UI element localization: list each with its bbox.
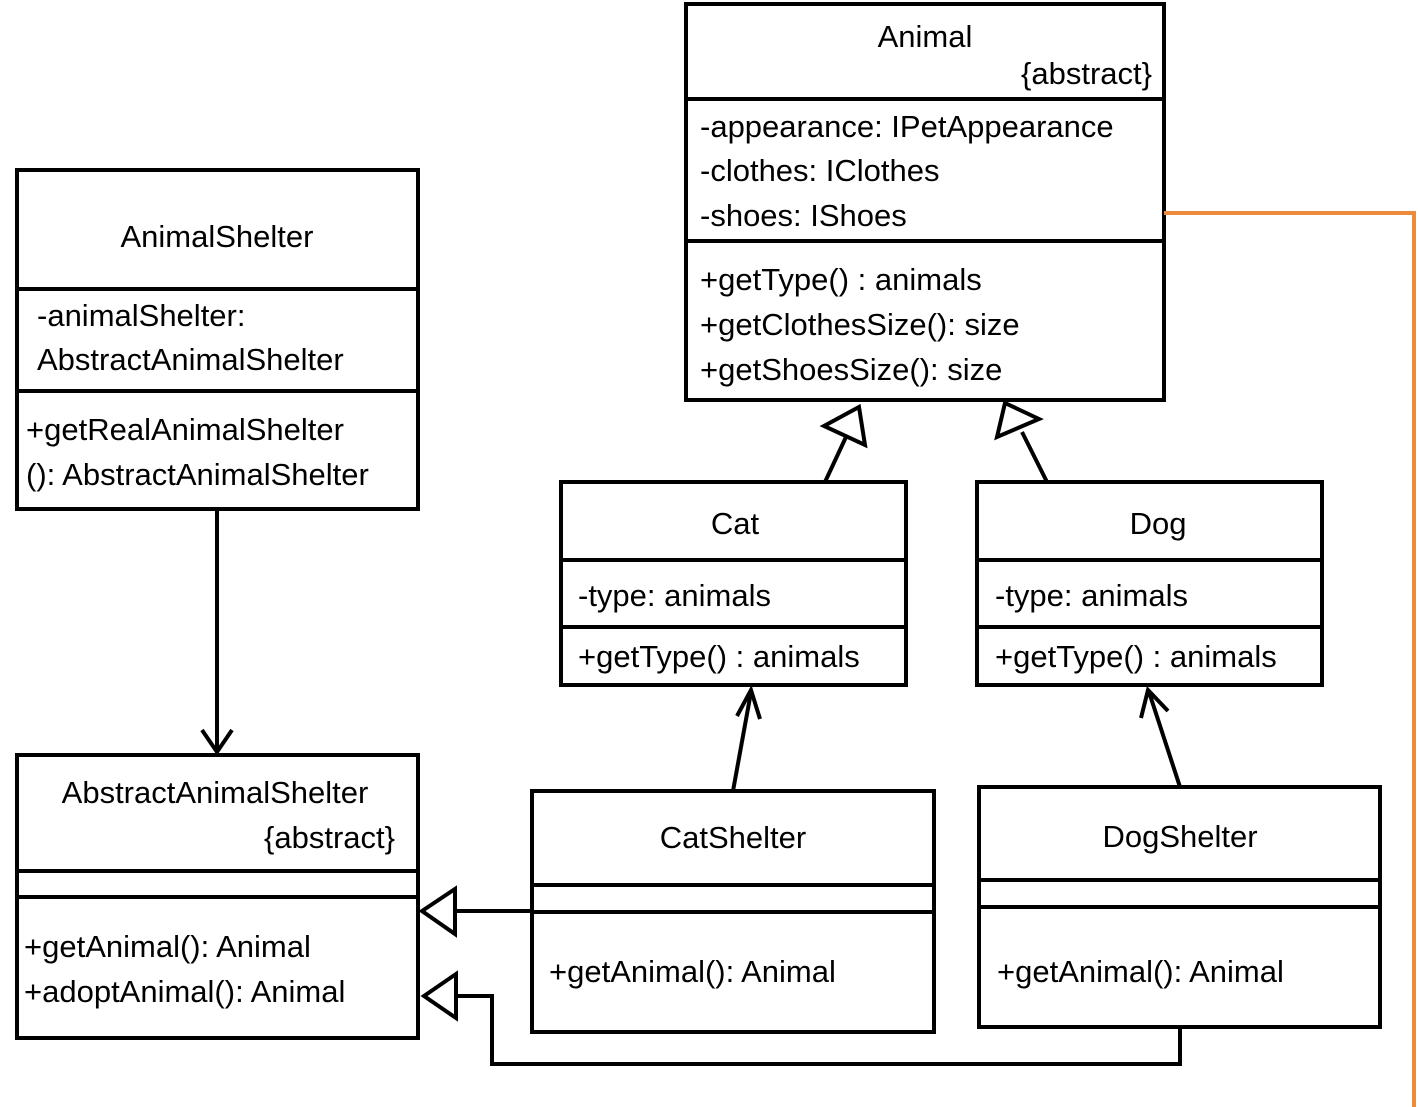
edge-dog-animal-generalization — [994, 400, 1049, 483]
open-arrowhead — [1139, 685, 1170, 719]
cat-class-name: Cat — [711, 506, 760, 541]
animal-shelter-attribute: -animalShelter: — [37, 298, 245, 333]
edge-cat-shelter-abstract-generalization — [418, 885, 532, 938]
animal-stereotype: {abstract} — [1021, 56, 1152, 91]
animal-attribute: -shoes: IShoes — [700, 198, 907, 233]
dog-method: +getType() : animals — [995, 639, 1277, 674]
animal-attribute: -appearance: IPetAppearance — [700, 109, 1114, 144]
cat-shelter-method: +getAnimal(): Animal — [549, 954, 836, 989]
abstract-animal-shelter-method: +adoptAnimal(): Animal — [24, 974, 345, 1009]
edge-cat-animal-generalization — [819, 403, 868, 483]
cat-attribute: -type: animals — [578, 578, 771, 613]
animal-method: +getType() : animals — [700, 262, 982, 297]
animal-shelter-method: (): AbstractAnimalShelter — [26, 457, 369, 492]
open-arrowhead — [200, 728, 234, 756]
edge-animal-orange-connector — [1164, 211, 1416, 1107]
edge-dog-shelter-dog-association — [1139, 685, 1182, 788]
edge-animal-shelter-abstract-association — [200, 509, 234, 756]
hollow-triangle-arrowhead — [418, 885, 457, 938]
class-animal-shelter[interactable]: AnimalShelter -animalShelter: AbstractAn… — [15, 168, 420, 511]
class-cat-shelter[interactable]: CatShelter +getAnimal(): Animal — [530, 789, 936, 1034]
edge-dog-shelter-abstract-generalization — [420, 970, 1182, 1066]
animal-method: +getShoesSize(): size — [700, 352, 1002, 387]
dog-attribute: -type: animals — [995, 578, 1188, 613]
cat-method: +getType() : animals — [578, 639, 860, 674]
hollow-triangle-arrowhead — [819, 403, 868, 449]
class-cat[interactable]: Cat -type: animals +getType() : animals — [559, 480, 908, 687]
dog-shelter-method: +getAnimal(): Animal — [997, 954, 1284, 989]
dog-shelter-class-name: DogShelter — [1102, 819, 1257, 854]
abstract-animal-shelter-stereotype: {abstract} — [264, 820, 395, 855]
abstract-animal-shelter-method: +getAnimal(): Animal — [24, 929, 311, 964]
animal-shelter-class-name: AnimalShelter — [121, 219, 314, 254]
animal-shelter-method: +getRealAnimalShelter — [26, 412, 344, 447]
class-animal[interactable]: Animal {abstract} -appearance: IPetAppea… — [684, 2, 1166, 402]
animal-method: +getClothesSize(): size — [700, 307, 1020, 342]
animal-attribute: -clothes: IClothes — [700, 153, 940, 188]
abstract-animal-shelter-class-name: AbstractAnimalShelter — [62, 775, 369, 810]
hollow-triangle-arrowhead — [420, 970, 458, 1022]
class-dog-shelter[interactable]: DogShelter +getAnimal(): Animal — [977, 785, 1382, 1029]
edge-cat-shelter-cat-association — [731, 684, 762, 792]
hollow-triangle-arrowhead — [994, 400, 1044, 441]
animal-shelter-attribute: AbstractAnimalShelter — [37, 342, 344, 377]
cat-shelter-class-name: CatShelter — [660, 820, 806, 855]
class-dog[interactable]: Dog -type: animals +getType() : animals — [975, 480, 1324, 687]
class-abstract-animal-shelter[interactable]: AbstractAnimalShelter {abstract} +getAni… — [15, 753, 420, 1040]
dog-class-name: Dog — [1130, 506, 1187, 541]
open-arrowhead — [735, 684, 762, 720]
animal-class-name: Animal — [878, 19, 973, 54]
